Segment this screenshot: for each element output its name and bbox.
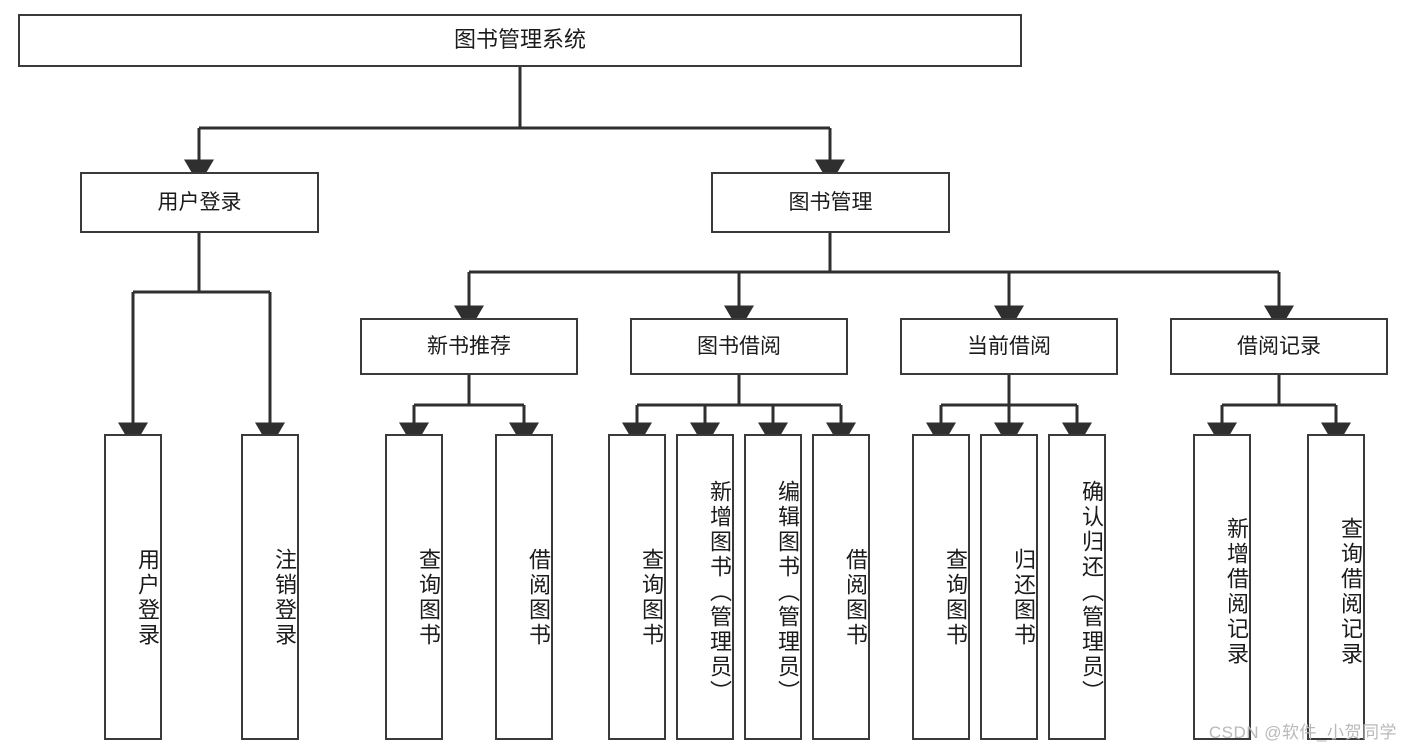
- node-user-login[interactable]: 用户登录: [80, 172, 319, 233]
- node-label: 新书推荐: [427, 334, 511, 358]
- node-label: 当前借阅: [967, 334, 1051, 358]
- leaf-book-borrow-query-book[interactable]: 查询图书: [608, 434, 666, 740]
- leaf-current-borrow-query-book[interactable]: 查询图书: [912, 434, 970, 740]
- csdn-watermark: CSDN @软件_小贺同学: [1208, 723, 1397, 742]
- node-label: 借阅图书: [526, 548, 551, 648]
- node-new-book-recommend[interactable]: 新书推荐: [360, 318, 578, 375]
- node-current-borrow[interactable]: 当前借阅: [900, 318, 1118, 375]
- leaf-borrow-record-query-record[interactable]: 查询借阅记录: [1307, 434, 1365, 740]
- leaf-new-book-query-book[interactable]: 查询图书: [385, 434, 443, 740]
- leaf-user-login-login[interactable]: 用户登录: [104, 434, 162, 740]
- node-label: 借阅记录: [1237, 334, 1321, 358]
- node-root-book-management-system[interactable]: 图书管理系统: [18, 14, 1022, 67]
- node-label: 图书管理: [788, 190, 873, 214]
- leaf-current-borrow-confirm-return-admin[interactable]: 确认归还（管理员）: [1048, 434, 1106, 740]
- node-label: 用户登录: [157, 190, 242, 214]
- node-label: 注销登录: [272, 548, 297, 648]
- node-label: 图书管理系统: [453, 27, 586, 53]
- node-label: 新增借阅记录: [1224, 517, 1249, 667]
- node-label: 查询图书: [943, 548, 968, 648]
- node-book-borrow[interactable]: 图书借阅: [630, 318, 848, 375]
- leaf-book-borrow-edit-book-admin[interactable]: 编辑图书（管理员）: [744, 434, 802, 740]
- node-label: 编辑图书（管理员）: [775, 479, 800, 705]
- leaf-current-borrow-return-book[interactable]: 归还图书: [980, 434, 1038, 740]
- leaf-book-borrow-add-book-admin[interactable]: 新增图书（管理员）: [676, 434, 734, 740]
- node-borrow-record[interactable]: 借阅记录: [1170, 318, 1388, 375]
- node-label: 查询借阅记录: [1338, 517, 1363, 667]
- leaf-book-borrow-borrow-book[interactable]: 借阅图书: [812, 434, 870, 740]
- node-label: 用户登录: [135, 548, 160, 648]
- node-label: 图书借阅: [697, 334, 781, 358]
- node-label: 确认归还（管理员）: [1079, 479, 1104, 705]
- leaf-borrow-record-add-record[interactable]: 新增借阅记录: [1193, 434, 1251, 740]
- node-book-management[interactable]: 图书管理: [711, 172, 950, 233]
- node-label: 新增图书（管理员）: [707, 479, 732, 705]
- node-label: 归还图书: [1011, 548, 1036, 648]
- node-label: 查询图书: [416, 548, 441, 648]
- leaf-new-book-borrow-book[interactable]: 借阅图书: [495, 434, 553, 740]
- node-label: 借阅图书: [843, 548, 868, 648]
- leaf-user-login-logout[interactable]: 注销登录: [241, 434, 299, 740]
- node-label: 查询图书: [639, 548, 664, 648]
